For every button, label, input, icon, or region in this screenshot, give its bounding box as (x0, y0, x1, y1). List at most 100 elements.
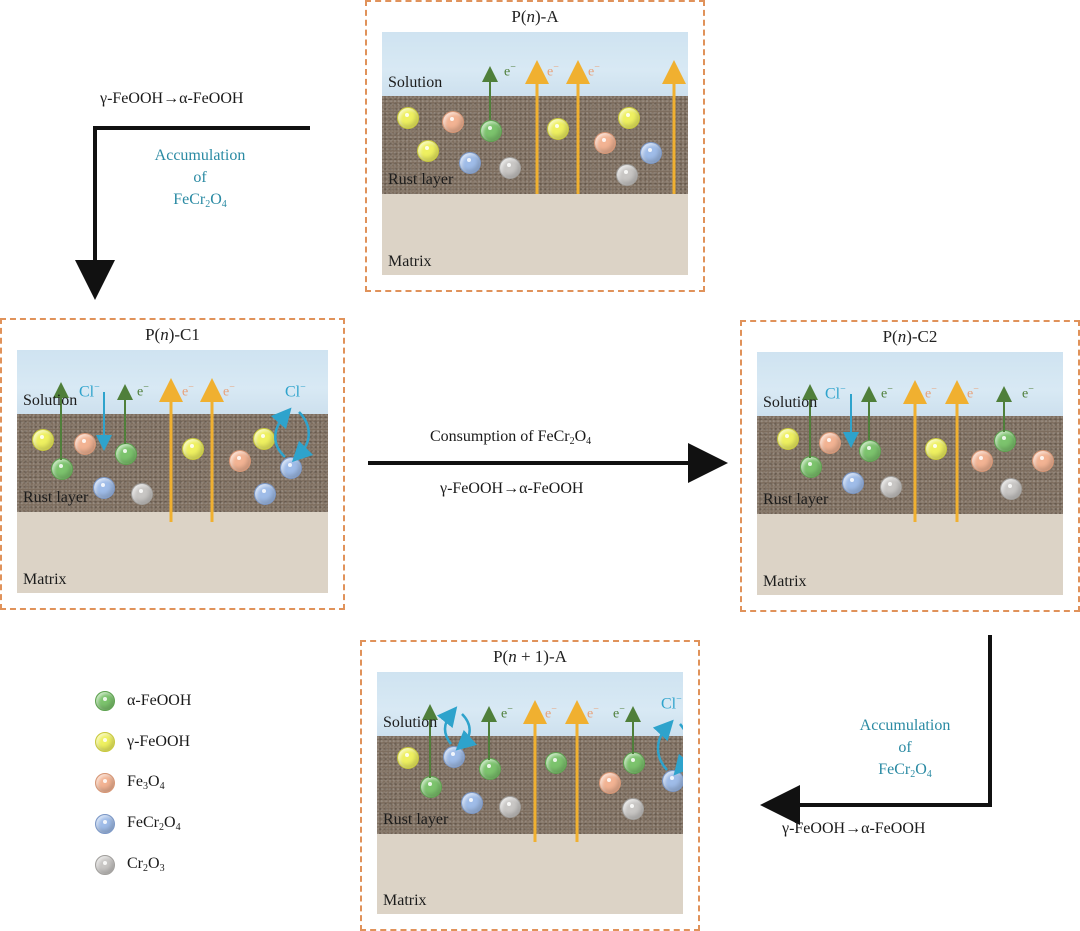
electron-label: e− (501, 704, 513, 722)
particle-cr2o3 (499, 157, 521, 179)
electron-label: e− (504, 62, 516, 80)
chloride-label: Cl− (285, 382, 306, 401)
particle-alpha-feooh (480, 120, 502, 142)
particle-gamma-feooh (777, 428, 799, 450)
panel-pn-a: P(n)-A e− e− e− Solution (365, 0, 705, 292)
particle-fe3o4 (229, 450, 251, 472)
electron-label: e− (881, 384, 893, 402)
chloride-label: Cl− (79, 382, 100, 401)
particle-cr2o3 (1000, 478, 1022, 500)
matrix-label: Matrix (388, 253, 432, 270)
particle-alpha-feooh (545, 752, 567, 774)
particle-gamma-feooh (618, 107, 640, 129)
electron-label: e− (587, 704, 599, 722)
solution-label: Solution (388, 74, 443, 91)
gamma-feooh-swatch-icon (95, 731, 115, 752)
electron-label: e− (223, 382, 235, 400)
chloride-label: Cl− (661, 694, 682, 713)
rust-layer-label: Rust layer (383, 811, 449, 828)
particle-gamma-feooh (397, 107, 419, 129)
solution-label: Solution (383, 714, 438, 731)
matrix-label: Matrix (763, 573, 807, 590)
particle-fe3o4 (442, 111, 464, 133)
particle-fe3o4 (971, 450, 993, 472)
solution-label: Solution (763, 394, 818, 411)
rust-layer-label: Rust layer (388, 171, 454, 188)
fe3o4-swatch-icon (95, 772, 115, 793)
panel-title: P(n + 1)-A (493, 647, 567, 666)
panel-pn-c2: P(n)-C2 Cl− e− e− e− e− Solution Rust la… (740, 320, 1080, 612)
electron-label: e− (182, 382, 194, 400)
particle-fecr2o4 (461, 792, 483, 814)
chloride-cycle-arrow (455, 713, 478, 751)
rust-layer-label: Rust layer (763, 491, 829, 508)
particle-gamma-feooh (32, 429, 54, 451)
chloride-label: Cl− (825, 384, 846, 403)
matrix-layer (757, 514, 1063, 595)
particle-cr2o3 (616, 164, 638, 186)
particle-fe3o4 (819, 432, 841, 454)
scene: Cl− e− e− e− Cl− Solution Rust layer Mat… (17, 350, 328, 593)
matrix-layer (377, 834, 683, 914)
electron-label: e− (613, 704, 625, 722)
accumulation-label-bottom-right: Accumulation of FeCr2O4 (859, 717, 951, 780)
arrows-overlay (482, 60, 686, 194)
electron-label: e− (1022, 384, 1034, 402)
chloride-cycle-arrow (436, 706, 458, 745)
particle-fecr2o4 (93, 477, 115, 499)
particle-fecr2o4 (443, 746, 465, 768)
particle-gamma-feooh (182, 438, 204, 460)
panel-title: P(n)-C2 (882, 327, 938, 346)
panel-title: P(n)-A (511, 7, 559, 26)
particle-cr2o3 (499, 796, 521, 818)
matrix-layer (382, 194, 688, 275)
matrix-label: Matrix (383, 892, 427, 909)
particle-fecr2o4 (254, 483, 276, 505)
electron-label: e− (588, 62, 600, 80)
transform-label-top-left: γ-FeOOH→α-FeOOH (100, 90, 244, 107)
scene: e− e− e− Solution Rust layer Matrix (382, 32, 688, 275)
particle-cr2o3 (622, 798, 644, 820)
particle-gamma-feooh (417, 140, 439, 162)
legend-item-cr2o3: Cr2O3 (95, 844, 191, 885)
panel-title: P(n)-C1 (145, 325, 200, 344)
cr2o3-swatch-icon (95, 854, 115, 875)
particle-fecr2o4 (280, 457, 302, 479)
electron-label: e− (967, 384, 979, 402)
chloride-cycle-arrow (652, 719, 674, 771)
electron-label: e− (545, 704, 557, 722)
accumulation-label-top-left: Accumulation of FeCr2O4 (154, 147, 246, 210)
rust-layer-label: Rust layer (23, 489, 89, 506)
particle-fecr2o4 (640, 142, 662, 164)
electron-label: e− (925, 384, 937, 402)
arrows-overlay (53, 378, 314, 522)
particle-alpha-feooh (859, 440, 881, 462)
consumption-label: Consumption of FeCr2O4 (430, 428, 592, 447)
legend-item-fecr2o4: FeCr2O4 (95, 803, 191, 844)
panel-pn1-a: P(n + 1)-A e− e− e− e− Cl− (360, 640, 700, 931)
legend-item-alpha-feooh: α-FeOOH (95, 680, 191, 721)
transform-label-middle: γ-FeOOH→α-FeOOH (440, 480, 584, 497)
scene: e− e− e− e− Cl− Solution Rust layer Matr… (377, 672, 683, 914)
chloride-cycle-arrow (270, 407, 292, 458)
fecr2o4-swatch-icon (95, 813, 115, 834)
particle-cr2o3 (880, 476, 902, 498)
chloride-cycle-arrow (673, 723, 683, 776)
matrix-layer (17, 512, 328, 593)
particle-fe3o4 (599, 772, 621, 794)
solution-label: Solution (23, 392, 78, 409)
legend: α-FeOOH γ-FeOOH Fe3O4 FeCr2O4 Cr2O3 (95, 680, 191, 885)
particle-fe3o4 (594, 132, 616, 154)
particle-fecr2o4 (842, 472, 864, 494)
particle-gamma-feooh (925, 438, 947, 460)
arrows-overlay (422, 700, 683, 842)
chloride-cycle-arrow (291, 411, 314, 463)
electron-label: e− (547, 62, 559, 80)
particle-fe3o4 (74, 433, 96, 455)
electron-label: e− (137, 382, 149, 400)
particle-gamma-feooh (547, 118, 569, 140)
particle-fecr2o4 (459, 152, 481, 174)
legend-item-fe3o4: Fe3O4 (95, 762, 191, 803)
arrows-overlay (802, 380, 1012, 522)
scene: Cl− e− e− e− e− Solution Rust layer Matr… (757, 352, 1063, 595)
